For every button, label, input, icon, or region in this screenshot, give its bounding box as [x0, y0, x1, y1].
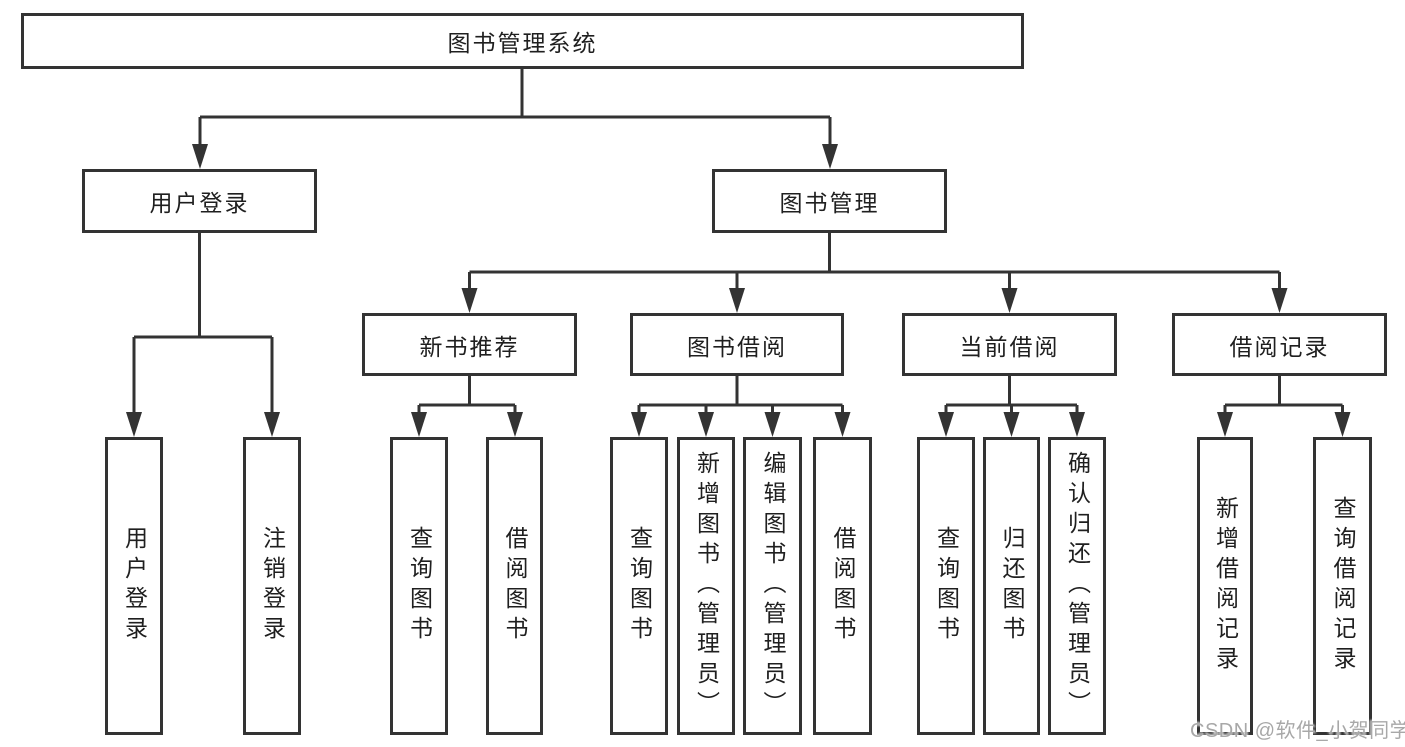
leaf-add-borrow-record: 新增借阅记录: [1197, 437, 1253, 735]
node-label: 借阅图书: [502, 526, 528, 646]
arrow-down-icon: [822, 144, 838, 169]
node-new-book-recommend: 新书推荐: [362, 313, 577, 376]
node-label: 查询借阅记录: [1330, 496, 1356, 676]
watermark: CSDN @软件_小贺同学: [1190, 720, 1405, 742]
node-user-login: 用户登录: [82, 169, 317, 233]
root-node: 图书管理系统: [21, 13, 1024, 69]
leaf-logout: 注销登录: [243, 437, 301, 735]
leaf-query-books-recommend: 查询图书: [390, 437, 448, 735]
node-label: 图书管理系统: [447, 30, 598, 56]
edge-bookmgmt-to-level3: [468, 233, 1281, 290]
arrow-down-icon: [507, 412, 523, 437]
node-label: 用户登录: [149, 190, 250, 216]
leaf-query-books-borrow: 查询图书: [610, 437, 668, 735]
arrow-down-icon: [126, 412, 142, 437]
leaf-add-books-admin: 新增图书（管理员）: [677, 437, 735, 735]
arrow-down-icon: [834, 412, 851, 437]
node-label: 新增借阅记录: [1212, 496, 1239, 676]
leaf-query-borrow-record: 查询借阅记录: [1313, 437, 1372, 735]
connector-paths: [132, 69, 1344, 415]
edge-root-to-level2: [198, 69, 832, 146]
arrow-down-icon: [411, 412, 427, 437]
leaf-confirm-return-admin: 确认归还（管理员）: [1048, 437, 1106, 735]
arrow-down-icon: [1001, 288, 1018, 313]
node-label: 借阅记录: [1229, 333, 1330, 360]
node-borrow-records: 借阅记录: [1172, 313, 1387, 376]
node-label: 编辑图书（管理员）: [760, 451, 786, 721]
arrowheads: [126, 144, 1351, 437]
node-label: 查询图书: [626, 526, 653, 646]
node-label: 归还图书: [999, 526, 1025, 646]
arrow-down-icon: [1271, 288, 1288, 313]
arrow-down-icon: [1217, 412, 1233, 437]
arrow-down-icon: [631, 412, 647, 437]
arrow-down-icon: [1069, 412, 1085, 437]
node-label: 当前借阅: [959, 333, 1060, 360]
edge-currentborrow-to-leaves: [944, 376, 1079, 415]
node-label: 注销登录: [259, 526, 286, 646]
edge-userlogin-to-leaves: [132, 233, 274, 414]
node-label: 确认归还（管理员）: [1064, 451, 1091, 721]
leaf-borrow-books: 借阅图书: [813, 437, 872, 735]
arrow-down-icon: [764, 412, 781, 437]
arrow-down-icon: [729, 288, 745, 313]
node-label: 新书推荐: [419, 333, 520, 360]
edge-borrowrecords-to-leaves: [1223, 376, 1344, 415]
arrow-down-icon: [938, 412, 954, 437]
arrow-down-icon: [1003, 412, 1020, 437]
leaf-edit-books-admin: 编辑图书（管理员）: [743, 437, 802, 735]
edge-newbook-to-leaves: [417, 376, 517, 415]
leaf-borrow-books-recommend: 借阅图书: [486, 437, 543, 735]
node-label: 查询图书: [406, 526, 433, 646]
node-book-management: 图书管理: [712, 169, 947, 233]
node-label: 新增图书（管理员）: [693, 451, 720, 721]
node-book-borrow: 图书借阅: [630, 313, 844, 376]
leaf-query-books-current: 查询图书: [917, 437, 975, 735]
arrow-down-icon: [192, 144, 208, 169]
edge-bookborrow-to-leaves: [637, 376, 844, 415]
arrow-down-icon: [698, 412, 714, 437]
node-label: 图书管理: [779, 190, 880, 216]
arrow-down-icon: [264, 412, 280, 437]
node-label: 借阅图书: [830, 526, 856, 646]
leaf-return-books: 归还图书: [983, 437, 1040, 735]
node-current-borrow: 当前借阅: [902, 313, 1117, 376]
arrow-down-icon: [1334, 412, 1351, 437]
node-label: 用户登录: [121, 526, 148, 646]
leaf-user-login: 用户登录: [105, 437, 163, 735]
node-label: 查询图书: [933, 526, 960, 646]
arrow-down-icon: [461, 288, 478, 313]
node-label: 图书借阅: [687, 333, 787, 360]
